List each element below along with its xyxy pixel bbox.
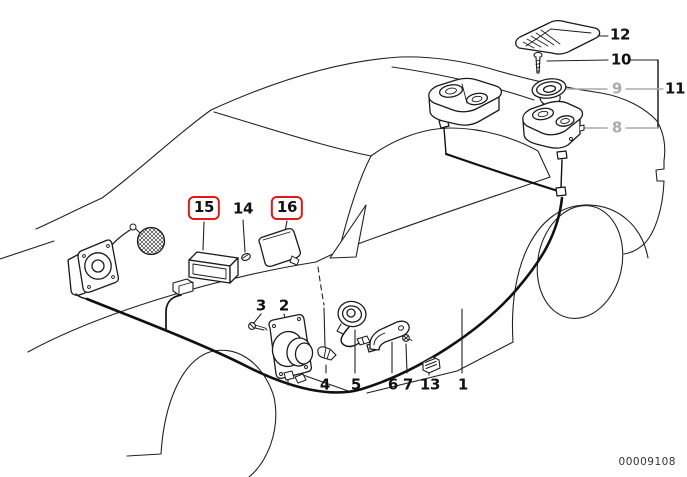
callout-12[interactable]: 12 (609, 25, 631, 44)
part-5-tweeter (336, 300, 371, 346)
callout-16-highlighted[interactable]: 16 (270, 196, 304, 220)
rear-wheel (536, 205, 624, 319)
part-16-cover-panel (258, 227, 302, 268)
hood-a-pillar-line (35, 109, 212, 230)
part-8-speaker-box-right (522, 100, 585, 149)
callout-10[interactable]: 10 (610, 50, 632, 69)
mirror-triangle (329, 204, 367, 259)
connector-nub-junction (555, 186, 567, 197)
door-speaker (67, 239, 120, 296)
callout-11[interactable]: 11 (664, 79, 686, 98)
part-5-connector (356, 335, 371, 346)
drip-rail-line (213, 111, 372, 157)
callout-2[interactable]: 2 (278, 296, 290, 315)
callout-3[interactable]: 3 (255, 296, 267, 315)
part-15-amplifier-housing (188, 251, 239, 284)
part-2-front-speaker (268, 313, 314, 386)
tweeter-wire (340, 326, 360, 348)
roof-trunk-line (210, 56, 666, 170)
part-14-clip (241, 252, 251, 262)
part-9-rear-speaker (531, 78, 567, 108)
part-3-screw (248, 322, 268, 331)
shelf-run-wire (444, 152, 560, 193)
callout-1[interactable]: 1 (457, 375, 469, 394)
callout-13[interactable]: 13 (419, 375, 441, 394)
left-box-drop-wire (443, 127, 447, 155)
part-6-bracket (366, 320, 410, 353)
rocker-lines (302, 341, 514, 394)
callout-5[interactable]: 5 (350, 375, 362, 394)
amp-connector-wire (165, 294, 182, 332)
part-15-connector (172, 278, 194, 296)
part-10-screw (533, 51, 543, 74)
part-13-connector (422, 356, 441, 374)
rear-wheel-arch (511, 204, 649, 343)
fender-line (27, 261, 317, 353)
hood-crease-line (0, 240, 55, 260)
callout-15-highlighted[interactable]: 15 (187, 196, 221, 220)
connector-nub-right (556, 150, 568, 160)
callout-4[interactable]: 4 (319, 375, 331, 394)
main-harness-wire (85, 196, 564, 394)
callout-7[interactable]: 7 (402, 375, 414, 394)
leader-lines (202, 35, 664, 376)
callout-9-reference[interactable]: 9 (611, 79, 623, 98)
door-edge-dashed (317, 266, 325, 306)
front-wheel-arch (126, 349, 277, 477)
document-number: 00009108 (618, 456, 676, 468)
callout-6[interactable]: 6 (387, 375, 399, 394)
part-12-rear-grille (515, 19, 601, 55)
part-8-speaker-box-left (428, 77, 503, 126)
callout-14[interactable]: 14 (232, 199, 254, 218)
part-7-screw (402, 334, 413, 342)
door-speaker-grille (129, 223, 166, 256)
car-body-outline (0, 56, 666, 477)
right-box-drop-wire (560, 159, 563, 189)
side-window-outline (338, 127, 551, 252)
tail-panel-line (623, 168, 665, 255)
callout-8-reference[interactable]: 8 (611, 118, 623, 137)
part-4-clip (317, 346, 337, 361)
